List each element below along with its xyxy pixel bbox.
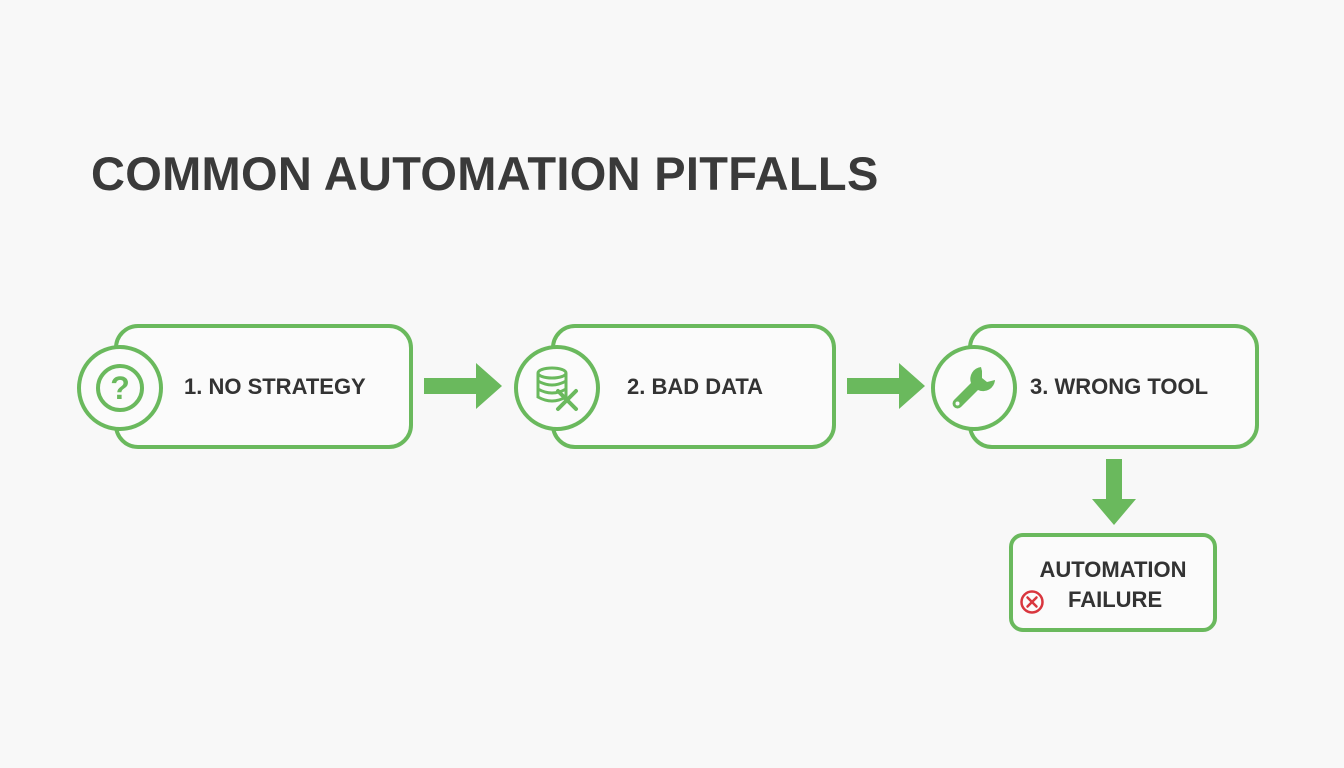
step-3-icon-circle <box>931 345 1017 431</box>
error-circle-x-icon <box>1020 590 1044 614</box>
step-1-box: 1. NO STRATEGY <box>114 324 413 449</box>
diagram-title: COMMON AUTOMATION PITFALLS <box>91 147 879 200</box>
step-2-label: 2. BAD DATA <box>627 373 764 399</box>
step-1-label: 1. NO STRATEGY <box>184 373 366 399</box>
step-3-box: 3. WRONG TOOL <box>968 324 1259 449</box>
automation-failure-box: AUTOMATION FAILURE <box>1009 533 1217 632</box>
arrow-right-1 <box>424 363 502 409</box>
question-mark-icon: ? <box>96 364 144 412</box>
database-x-icon <box>536 366 578 411</box>
svg-text:?: ? <box>110 370 130 406</box>
result-label-line1: AUTOMATION <box>1039 557 1187 582</box>
wrench-icon <box>952 367 995 409</box>
result-label-line2: FAILURE <box>1068 587 1163 612</box>
arrow-right-2 <box>847 363 925 409</box>
step-2-icon-circle <box>514 345 600 431</box>
arrow-down <box>1092 459 1136 525</box>
step-3-label: 3. WRONG TOOL <box>1030 373 1209 399</box>
step-1-icon-circle: ? <box>77 345 163 431</box>
